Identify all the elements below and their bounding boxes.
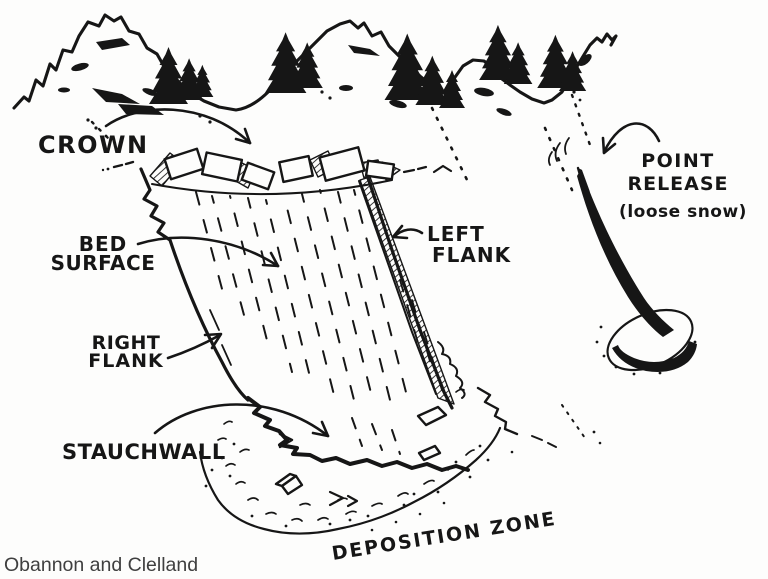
left-flank-edge	[358, 176, 455, 410]
point-release-speckles	[595, 325, 697, 376]
bed-surface-label-line2: SURFACE	[51, 251, 156, 275]
crown-arrow	[104, 108, 252, 145]
right-flank-arrow	[166, 332, 223, 360]
point-release-label-line2: RELEASE	[627, 173, 728, 195]
mountain-ridge	[12, 13, 618, 112]
point-release-arrow	[601, 122, 661, 155]
left-flank-arrow	[391, 224, 424, 240]
point-release-slide	[547, 137, 697, 376]
rock-outcrops	[58, 38, 592, 192]
left-flank-label-line1: LEFT	[427, 222, 485, 246]
attribution-text: Obannon and Clelland	[4, 554, 198, 576]
crown-label: CROWN	[38, 131, 149, 159]
point-release-label-line1: POINT	[641, 150, 715, 172]
stauchwall-label: STAUCHWALL	[62, 440, 226, 464]
stauchwall-arrow	[153, 403, 330, 438]
bed-surface-streaks	[195, 189, 409, 409]
debris-speckles	[204, 430, 602, 532]
right-flank-label-line2: FLANK	[88, 350, 164, 372]
deposition-zone-label: DEPOSITION ZONE	[330, 508, 558, 565]
stauchwall-line	[246, 396, 470, 472]
bed-surface-arrow	[136, 236, 280, 268]
right-flank-line	[139, 167, 250, 402]
deposition-debris	[198, 341, 602, 535]
debris-texture	[217, 388, 475, 522]
crown-fracture	[101, 146, 453, 196]
point-release-sub-label: (loose snow)	[619, 202, 747, 222]
right-flank-label-line1: RIGHT	[92, 332, 161, 354]
annotation-arrows	[104, 108, 661, 438]
left-flank-label-line2: FLANK	[432, 243, 512, 267]
bed-surface-label-line1: BED	[79, 232, 128, 256]
pine-trees	[149, 24, 587, 108]
snow-chunk	[274, 405, 448, 496]
